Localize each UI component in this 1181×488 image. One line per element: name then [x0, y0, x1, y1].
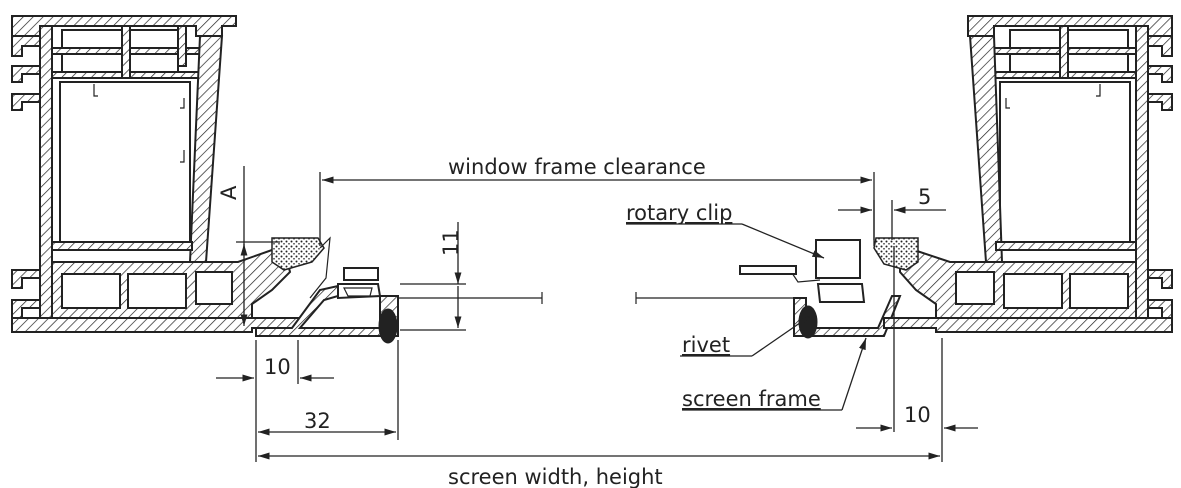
right-screen-frame	[635, 239, 902, 339]
dimension-5-label: 5	[918, 185, 931, 209]
screen-frame-label: screen frame	[682, 387, 821, 411]
leader-lines	[626, 223, 867, 411]
right-window-frame-profile	[873, 15, 1173, 333]
left-screen-frame	[255, 236, 543, 344]
dimension-lines	[216, 166, 978, 462]
screen-width-height-label: screen width, height	[448, 465, 663, 488]
dimension-a-label: A	[217, 185, 241, 200]
left-window-frame-profile	[11, 15, 325, 333]
dimension-32-label: 32	[304, 409, 331, 433]
dimension-10-right-label: 10	[904, 403, 931, 427]
dimension-11-label: 11	[439, 229, 463, 256]
rotary-clip-label: rotary clip	[626, 201, 732, 225]
window-frame-clearance-label: window frame clearance	[448, 155, 706, 179]
rivet-label: rivet	[682, 333, 730, 357]
dimension-10-left-label: 10	[264, 355, 291, 379]
